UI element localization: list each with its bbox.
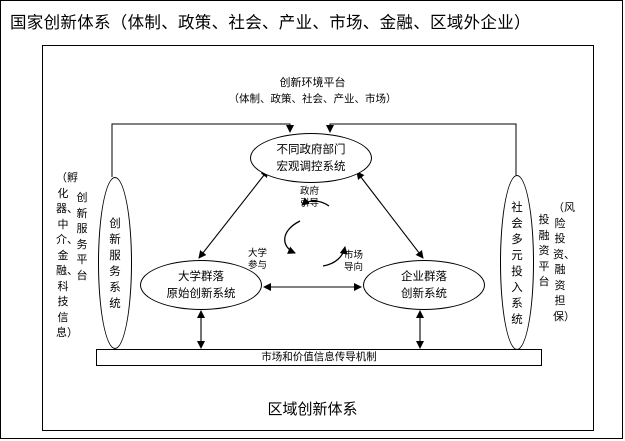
cycle-arc-left <box>284 220 301 254</box>
university-line-1: 大学群落 <box>178 269 224 283</box>
service-system-label: 创新服务系统 <box>109 216 121 310</box>
regional-innovation-system-label: 区域创新体系 <box>267 400 358 418</box>
government-enterprise-arrow <box>356 171 424 259</box>
enterprise-innovation-system: 企业群落 创新系统 <box>363 260 485 310</box>
market-guide-label: 市场 导向 <box>344 250 364 273</box>
social-multi-investment-system: 社会多元投入系统 <box>500 175 534 350</box>
enterprise-line-2: 创新系统 <box>401 286 447 300</box>
finance-system-label: 社会多元投入系统 <box>511 199 523 326</box>
government-macro-control-system: 不同政府部门 宏观调控系统 <box>250 133 372 183</box>
innovation-environment-platform-subtitle: （体制、政策、社会、产业、市场） <box>228 93 397 105</box>
university-original-innovation-system: 大学群落 原始创新系统 <box>140 260 262 310</box>
innovation-environment-platform-label: 创新环境平台 <box>279 76 346 89</box>
government-guide-label: 政府 引导 <box>300 186 320 209</box>
service-to-government-arrow <box>111 123 294 177</box>
finance-to-government-arrow <box>326 123 517 175</box>
university-participate-label: 大学 参与 <box>248 248 268 271</box>
diagram-title: 国家创新体系（体制、政策、社会、产业、市场、金融、区域外企业） <box>10 13 531 32</box>
market-value-information-mechanism: 市场和价值信息传导机制 <box>96 349 542 366</box>
cycle-arc-top <box>301 197 330 207</box>
government-line-1: 不同政府部门 <box>276 142 346 156</box>
left-platform-detail: （孵化器、中介、金融、科技信息） <box>56 171 78 339</box>
innovation-service-platform-label: 创新服务平台 <box>76 191 88 282</box>
regional-innovation-system-frame <box>42 45 594 431</box>
cycle-arc-right <box>322 246 348 267</box>
government-university-arrow <box>198 169 269 259</box>
enterprise-line-1: 企业群落 <box>401 269 447 283</box>
innovation-service-system: 创新服务系统 <box>98 177 132 349</box>
investment-financing-platform-label: 投融资平台 <box>538 213 550 288</box>
university-line-2: 原始创新系统 <box>166 286 236 300</box>
government-line-2: 宏观调控系统 <box>276 159 346 173</box>
right-platform-detail: （风险投资、融资担保） <box>553 201 575 323</box>
